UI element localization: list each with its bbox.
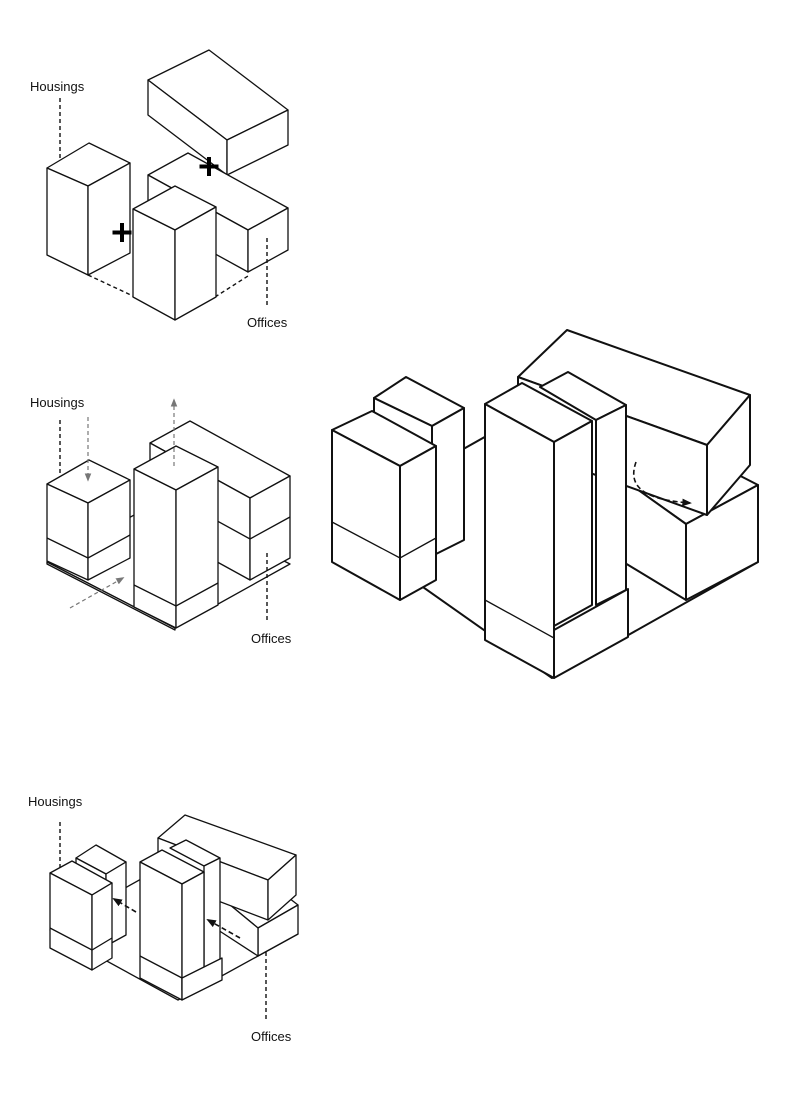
main-tower [139,849,223,1001]
diagram-4: Housings [28,794,299,1044]
housing-block-left [46,459,131,581]
housing-label: Housings [30,395,85,410]
central-tower [133,445,219,629]
office-label: Offices [247,315,288,330]
arrow-left-icon [206,919,241,939]
diagram-large [331,329,759,679]
floating-office-slab [147,49,289,176]
add-icon [199,157,219,176]
housing-label: Housings [28,794,83,809]
office-label: Offices [251,1029,292,1044]
add-icon [112,223,132,242]
diagram-2: Housings Offices [30,395,292,646]
office-label: Offices [251,631,292,646]
curved-arrow-icon [633,461,692,507]
housing-block-front-left [331,410,437,601]
diagram-1: Housings Office [30,49,289,330]
arrow-left-icon [112,898,137,913]
housing-label: Housings [30,79,85,94]
site-outline [87,274,249,298]
housing-tower-left [46,142,131,276]
housing-block-front-left [49,860,113,971]
arrow-diagonal-icon [69,577,125,609]
housing-tower-front [132,185,217,321]
slim-tower-rear [169,839,221,979]
main-tower [484,382,629,679]
